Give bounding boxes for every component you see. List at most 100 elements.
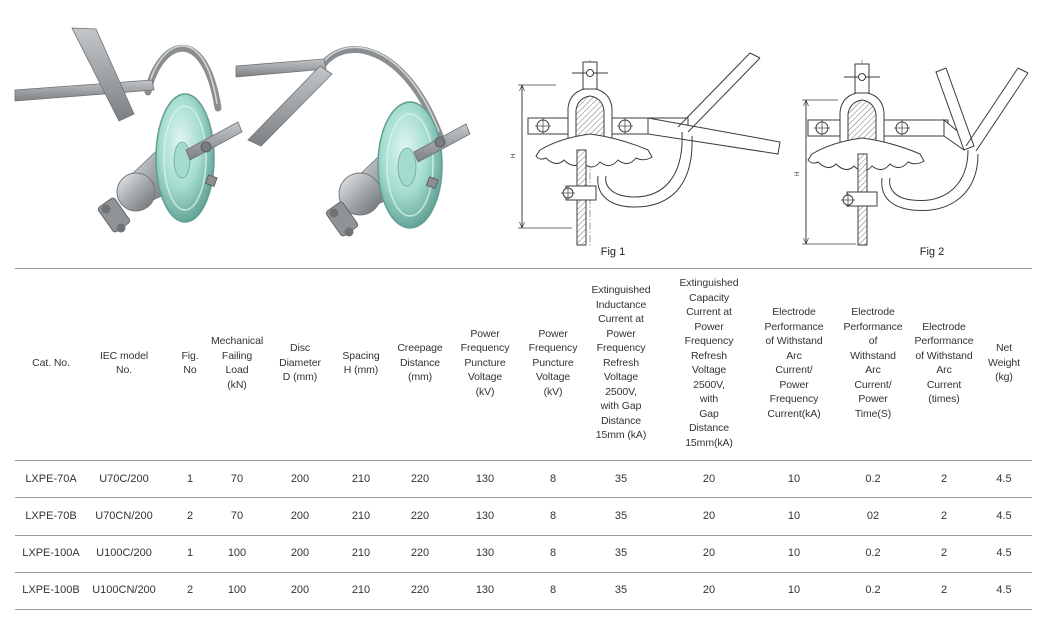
- clamp-bolt: [434, 136, 446, 148]
- cell-mechanical-failing-load: 100: [227, 547, 247, 559]
- cell-creepage-distance: 220: [410, 584, 430, 597]
- cell-iec-model-no: U70CN/200: [95, 509, 153, 522]
- figure-label: Fig 2: [920, 246, 944, 258]
- cell-puncture-voltage-2: 8: [549, 547, 557, 559]
- cell-extinguished-capacity-current: 20: [702, 509, 716, 522]
- j-hook: [889, 149, 969, 201]
- header-label: Electrode Performance of Withstand Arc C…: [843, 306, 903, 420]
- bolt: [617, 118, 633, 134]
- clamp-nut: [425, 176, 439, 190]
- cell-disc-diameter: 200: [290, 584, 310, 597]
- dimension-arrow: [803, 237, 809, 245]
- bolt: [894, 120, 910, 136]
- header-label: Creepage Distance (mm): [397, 342, 443, 384]
- flat-strap-horizontal: [235, 58, 327, 78]
- dimension-label: H: [511, 154, 517, 158]
- header-label: Disc Diameter D (mm): [279, 342, 321, 384]
- dimension-arrow: [803, 99, 809, 107]
- cell-disc-diameter: 200: [290, 472, 310, 485]
- cell-arc-power-time: 02: [866, 509, 880, 522]
- clevis-bolt: [344, 227, 354, 237]
- j-hook: [605, 131, 683, 198]
- table-row-rule: [15, 534, 1032, 536]
- table-row-rule: [15, 571, 1032, 573]
- cell-arc-power-frequency-current: 10: [787, 547, 801, 559]
- cell-disc-diameter: 200: [290, 509, 310, 522]
- cell-iec-model-no: U70C/200: [99, 472, 149, 485]
- header-label: Electrode Performance of Withstand Arc C…: [914, 320, 974, 406]
- cell-extinguished-inductance-current: 35: [614, 509, 628, 522]
- glass-disc-rim: [163, 105, 207, 211]
- cell-fig-no: 2: [186, 584, 194, 597]
- header-arc-power-frequency-current: Electrode Performance of Withstand Arc C…: [739, 268, 849, 458]
- cell-arc-power-time: 0.2: [865, 547, 881, 559]
- dimension-label: H: [795, 172, 801, 176]
- figure-2-drawing: H: [795, 60, 1029, 258]
- suspension-strap-curved: [318, 45, 444, 140]
- cell-arc-times: 2: [940, 509, 948, 522]
- header-creepage-distance: Creepage Distance (mm): [365, 268, 475, 458]
- flat-strap-diagonal: [71, 27, 135, 122]
- cell-puncture-voltage-1: 130: [475, 472, 495, 485]
- cement-layer: [847, 99, 877, 147]
- cell-arc-power-frequency-current: 10: [787, 472, 801, 485]
- rod-edge: [965, 67, 1019, 147]
- header-extinguished-inductance-current: Extinguished Inductance Current at Power…: [566, 268, 676, 458]
- header-label: Mechanical Failing Load (kN): [210, 335, 264, 391]
- cell-fig-no: 1: [186, 472, 194, 485]
- cell-extinguished-capacity-current: 20: [702, 584, 716, 597]
- header-label: Power Frequency Puncture Voltage (kV): [528, 327, 578, 398]
- cell-iec-model-no: U100CN/200: [92, 584, 156, 597]
- header-puncture-voltage-2: Power Frequency Puncture Voltage (kV): [498, 268, 608, 458]
- header-label: Spacing H (mm): [342, 349, 380, 377]
- bolt: [814, 120, 830, 136]
- cell-arc-power-frequency-current: 10: [787, 584, 801, 597]
- dimension-h: H: [795, 99, 856, 245]
- dimension-arrow: [519, 84, 525, 92]
- figure-label: Fig 1: [601, 246, 625, 258]
- metal-cap: [116, 172, 156, 212]
- clevis-bolt: [101, 204, 111, 214]
- cell-extinguished-inductance-current: 35: [614, 547, 628, 559]
- cell-extinguished-capacity-current: 20: [702, 547, 716, 559]
- cell-net-weight: 4.5: [996, 584, 1012, 597]
- clevis-bolt: [329, 208, 339, 218]
- cell-fig-no: 1: [186, 547, 194, 559]
- cell-puncture-voltage-1: 130: [475, 547, 495, 559]
- j-hook: [597, 135, 693, 208]
- cell-arc-power-time: 0.2: [865, 472, 881, 485]
- flat-strap: [647, 117, 781, 155]
- glass-disc-rim: [386, 113, 434, 217]
- header-label: IEC model No.: [99, 349, 149, 377]
- header-disc-diameter: Disc Diameter D (mm): [245, 268, 355, 458]
- product-photo-1: [14, 27, 243, 233]
- header-label: Net Weight (kg): [988, 342, 1020, 384]
- flat-strap-diagonal: [247, 65, 333, 147]
- cell-mechanical-failing-load: 70: [230, 509, 244, 522]
- cell-puncture-voltage-1: 130: [475, 509, 495, 522]
- flat-strap: [935, 67, 975, 151]
- header-spacing: Spacing H (mm): [306, 268, 416, 458]
- bolt: [841, 193, 855, 207]
- cell-disc-diameter: 200: [290, 547, 310, 559]
- header-mechanical-failing-load: Mechanical Failing Load (kN): [182, 268, 292, 458]
- figure-1-drawing: H Fig 1: [511, 52, 781, 258]
- rod-edge: [677, 52, 751, 128]
- table-top-rule: [15, 268, 1032, 269]
- table-row-rule: [15, 497, 1032, 499]
- header-net-weight: Net Weight (kg): [949, 268, 1045, 458]
- cell-creepage-distance: 220: [410, 509, 430, 522]
- header-fig-no: Fig. No: [135, 268, 245, 458]
- rod-end: [1017, 67, 1029, 74]
- product-photo-2: [235, 45, 471, 237]
- bolt: [561, 186, 575, 200]
- cell-arc-power-frequency-current: 10: [787, 509, 801, 522]
- cell-net-weight: 4.5: [996, 547, 1012, 559]
- header-label: Extinguished Capacity Current at Power F…: [679, 277, 739, 449]
- header-arc-times: Electrode Performance of Withstand Arc C…: [889, 268, 999, 458]
- dimension-h: H: [511, 84, 572, 229]
- cement-layer: [575, 95, 605, 143]
- table-row-rule: [15, 609, 1032, 610]
